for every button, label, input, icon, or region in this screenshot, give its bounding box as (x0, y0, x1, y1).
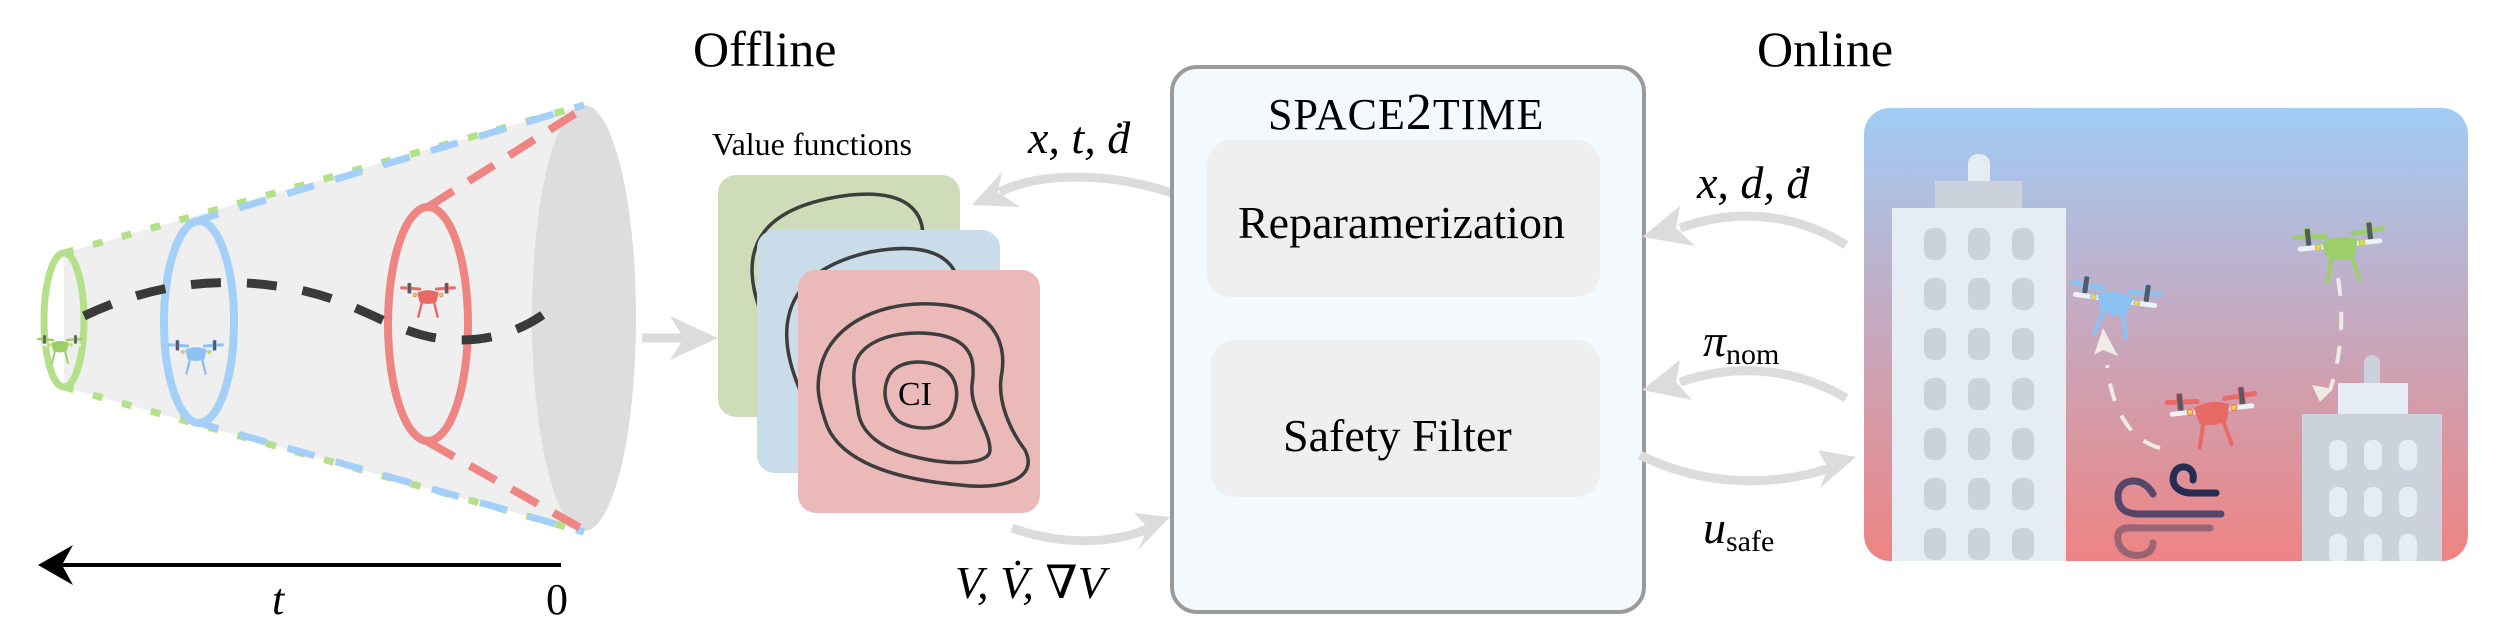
building-window (2329, 440, 2347, 470)
building-window (2012, 328, 2034, 360)
building-window (2012, 428, 2034, 460)
building-window (1924, 428, 1946, 460)
arrowhead-icon (670, 316, 718, 360)
nom-subscript: nom (1726, 338, 1780, 371)
safe-subscript: safe (1726, 525, 1775, 558)
trajectory-dashed (82, 278, 559, 345)
label-v-vdot-gradv: V, V̇, ∇V (955, 557, 1106, 608)
arrowhead-icon (1134, 513, 1170, 550)
value-card-red (798, 270, 1040, 513)
building-window (2364, 534, 2382, 561)
building-window (2399, 440, 2417, 470)
arrowhead-icon (1818, 450, 1856, 488)
safety-filter-module[interactable] (1211, 340, 1600, 497)
building-window (2012, 378, 2034, 410)
label-u-safe: usafe (1703, 505, 1774, 557)
level-set-contours (816, 302, 1030, 488)
label-pi-nom: πnom (1703, 318, 1779, 370)
title-prefix: SPACE (1268, 90, 1406, 139)
value-function-stack (718, 175, 1040, 513)
building-window (1968, 528, 1990, 560)
building-window (1968, 378, 1990, 410)
title-suffix: TIME (1432, 90, 1545, 139)
offline-heading: Offline (693, 21, 837, 77)
u-symbol: u (1703, 502, 1726, 553)
building-window (1924, 478, 1946, 510)
tube-end-cap (532, 105, 636, 531)
tube-body (64, 105, 584, 532)
flight-arrowhead-icon (2094, 328, 2118, 356)
building-tall (1892, 154, 2066, 602)
reparameterization-module[interactable] (1207, 140, 1600, 297)
building-window (2364, 581, 2382, 611)
value-functions-title: Value functions (712, 126, 912, 162)
arrowhead-icon (972, 172, 1020, 207)
time-axis-label: t (272, 575, 285, 624)
building-window (1924, 528, 1946, 560)
time-origin-label: 0 (546, 575, 568, 624)
arrow-scene-to-reparam (1642, 206, 1849, 249)
building-window (2364, 440, 2382, 470)
building-short (2302, 355, 2442, 611)
building-window (2012, 478, 2034, 510)
arrow-filter-to-scene (1637, 450, 1856, 488)
pi-symbol: π (1703, 315, 1727, 366)
space2time-title: SPACE2TIME (1268, 87, 1544, 139)
time-axis-arrowhead-icon (38, 545, 73, 585)
building-window (2012, 228, 2034, 260)
building-window (2364, 487, 2382, 517)
slice-ellipse-green (40, 249, 88, 391)
wind-icon (2114, 463, 2225, 559)
arrowhead-icon (1642, 360, 1692, 400)
building-window (2329, 581, 2347, 611)
building-window (1924, 228, 1946, 260)
time-axis (38, 545, 561, 585)
slice-ellipse-red (384, 203, 472, 445)
building-window (2329, 534, 2347, 561)
building-window (2399, 487, 2417, 517)
building-window (2399, 534, 2417, 561)
slice-ellipse-blue (160, 217, 238, 427)
building-window (1924, 278, 1946, 310)
building-window (1968, 228, 1990, 260)
tube-edge-blue-top (197, 101, 586, 224)
title-digit: 2 (1405, 84, 1433, 141)
reachable-tube (36, 101, 636, 536)
building-window (1924, 328, 1946, 360)
arrow-box-to-values (972, 172, 1174, 207)
safety-filter-label: Safety Filter (1283, 410, 1512, 461)
building-window (1924, 578, 1946, 602)
building-window (2012, 528, 2034, 560)
flight-arrowhead-icon (2312, 385, 2333, 402)
building-window (1968, 478, 1990, 510)
online-heading: Online (1757, 21, 1894, 77)
tube-to-value-arrow (642, 316, 718, 360)
building-window (2012, 278, 2034, 310)
flight-path (2105, 277, 2344, 450)
building-window (1968, 578, 1990, 602)
tube-edge-red-top (425, 104, 587, 211)
building-window (2329, 487, 2347, 517)
building-window (1924, 378, 1946, 410)
building-window (1968, 278, 1990, 310)
tube-edge-red-bottom (426, 438, 586, 534)
arrow-values-to-box (1010, 513, 1170, 550)
tube-edge-blue-bottom (198, 419, 585, 536)
control-invariant-label: CI (898, 376, 932, 413)
building-window (1968, 428, 1990, 460)
arrowhead-icon (1642, 206, 1695, 246)
label-x-t-ddot: x, t, ḋ (1028, 112, 1131, 163)
building-window (2399, 581, 2417, 611)
building-window (1968, 328, 1990, 360)
city-scene (1864, 108, 2468, 611)
reparameterization-label: Reparamerization (1238, 197, 1565, 248)
building-window (2012, 578, 2034, 602)
label-x-d-ddot: x, d, ḋ (1697, 157, 1810, 208)
arrow-scene-to-filter (1642, 360, 1849, 402)
